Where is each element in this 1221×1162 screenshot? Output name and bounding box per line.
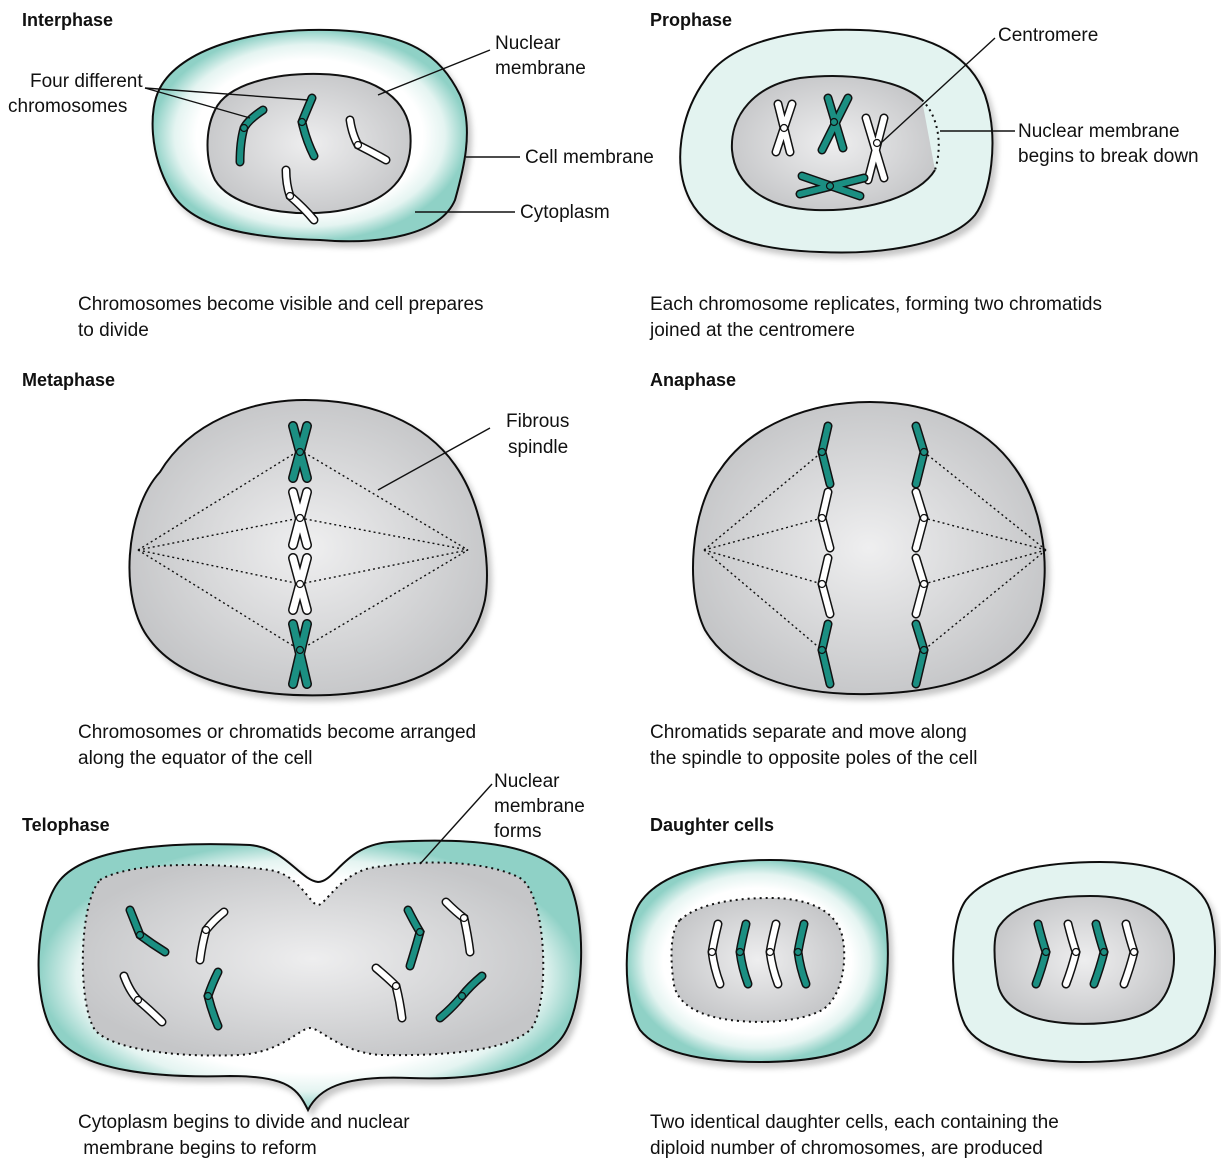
centromere-label: Centromere <box>998 24 1098 48</box>
cytoplasm-label: Cytoplasm <box>520 201 610 225</box>
telophase-caption-1: Cytoplasm begins to divide and nuclear <box>78 1110 410 1136</box>
prophase-caption-2: joined at the centromere <box>650 318 855 344</box>
daughter-caption-2: diploid number of chromosomes, are produ… <box>650 1136 1043 1162</box>
interphase-caption-2: to divide <box>78 318 149 344</box>
telophase-caption-2: membrane begins to reform <box>78 1136 317 1162</box>
prophase-cell <box>680 30 1015 253</box>
anaphase-cell-membrane <box>693 402 1045 694</box>
daughter-caption-1: Two identical daughter cells, each conta… <box>650 1110 1059 1136</box>
membrane-forms-label-3: forms <box>494 820 542 844</box>
metaphase-caption-2: along the equator of the cell <box>78 746 313 772</box>
nuclear-membrane-label-1: Nuclear <box>495 32 560 56</box>
interphase-caption-1: Chromosomes become visible and cell prep… <box>78 292 484 318</box>
anaphase-caption-1: Chromatids separate and move along <box>650 720 967 746</box>
telophase-title: Telophase <box>22 815 110 836</box>
prophase-caption-1: Each chromosome replicates, forming two … <box>650 292 1102 318</box>
membrane-break-label-2: begins to break down <box>1018 145 1199 169</box>
four-chromosomes-label-1: Four different <box>30 70 143 94</box>
cell-membrane-label: Cell membrane <box>525 146 654 170</box>
anaphase-cell <box>693 402 1046 694</box>
daughter-right-nucleus <box>995 896 1174 1024</box>
daughter-cell-left <box>627 860 888 1062</box>
membrane-forms-label-1: Nuclear <box>494 770 559 794</box>
daughter-cell-right <box>953 862 1215 1062</box>
anaphase-caption-2: the spindle to opposite poles of the cel… <box>650 746 977 772</box>
metaphase-cell <box>129 400 490 695</box>
fibrous-spindle-label-1: Fibrous <box>506 410 569 434</box>
daughter-left-nucleus <box>672 898 845 1022</box>
interphase-title: Interphase <box>22 10 113 31</box>
daughter-cells-title: Daughter cells <box>650 815 774 836</box>
metaphase-title: Metaphase <box>22 370 115 391</box>
membrane-break-label-1: Nuclear membrane <box>1018 120 1180 144</box>
four-chromosomes-label-2: chromosomes <box>8 95 127 119</box>
metaphase-caption-1: Chromosomes or chromatids become arrange… <box>78 720 476 746</box>
fibrous-spindle-label-2: spindle <box>508 436 568 460</box>
membrane-forms-label-2: membrane <box>494 795 585 819</box>
nuclear-membrane-label-2: membrane <box>495 57 586 81</box>
prophase-title: Prophase <box>650 10 732 31</box>
interphase-cell <box>145 30 520 241</box>
anaphase-title: Anaphase <box>650 370 736 391</box>
